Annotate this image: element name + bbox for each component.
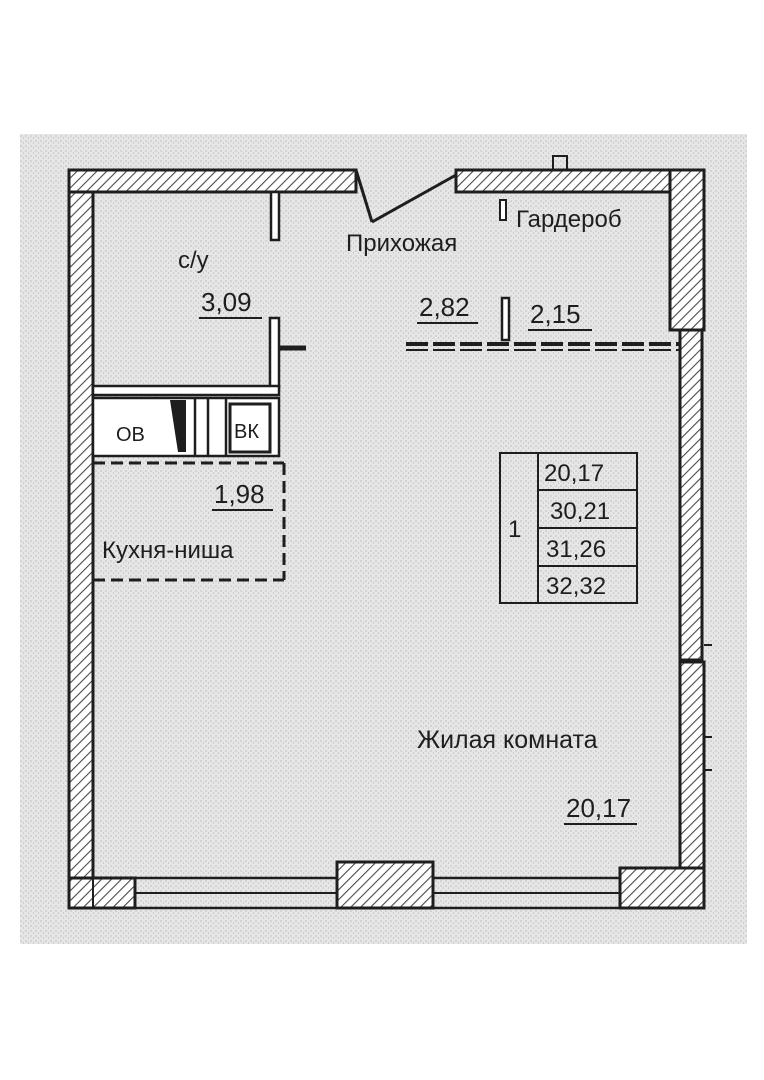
bathroom-area: 3,09 xyxy=(201,287,252,317)
wall-right-upper xyxy=(668,168,706,332)
area-table xyxy=(499,452,638,604)
area-table-value: 31,26 xyxy=(546,536,606,563)
area-table-value: 32,32 xyxy=(546,573,606,600)
wall-top-left xyxy=(67,168,358,194)
living-room-area: 20,17 xyxy=(566,793,631,823)
shaft-ov-label: ОВ xyxy=(116,424,145,446)
entrance-door xyxy=(354,169,457,224)
hallway-area: 2,82 xyxy=(419,292,470,322)
area-table-value: 20,17 xyxy=(544,460,604,487)
wall-right-middle xyxy=(678,328,704,662)
wall-top-right xyxy=(454,168,673,194)
bathroom-name: с/у xyxy=(178,247,209,274)
wardrobe-name: Гардероб xyxy=(516,206,622,233)
wall-bathroom-bottom xyxy=(91,384,281,397)
wall-left xyxy=(67,168,95,910)
kitchen-niche-area: 1,98 xyxy=(214,479,265,509)
paper-background xyxy=(20,134,747,944)
wall-bottom-pier xyxy=(335,860,435,910)
kitchen-niche-name: Кухня-ниша xyxy=(102,537,234,564)
wall-bottom-left xyxy=(67,876,137,910)
area-table-value: 30,21 xyxy=(550,498,610,525)
shaft-vk-label: ВК xyxy=(234,421,259,443)
window-left xyxy=(135,876,337,910)
shafts xyxy=(91,396,281,458)
window-right xyxy=(433,876,620,910)
area-table-room-count: 1 xyxy=(508,516,521,543)
living-room-name: Жилая комната xyxy=(417,726,598,754)
wall-bottom-right xyxy=(618,866,706,910)
hallway-name: Прихожая xyxy=(346,230,457,257)
wardrobe-area: 2,15 xyxy=(530,299,581,329)
partition-bathroom xyxy=(268,316,281,390)
